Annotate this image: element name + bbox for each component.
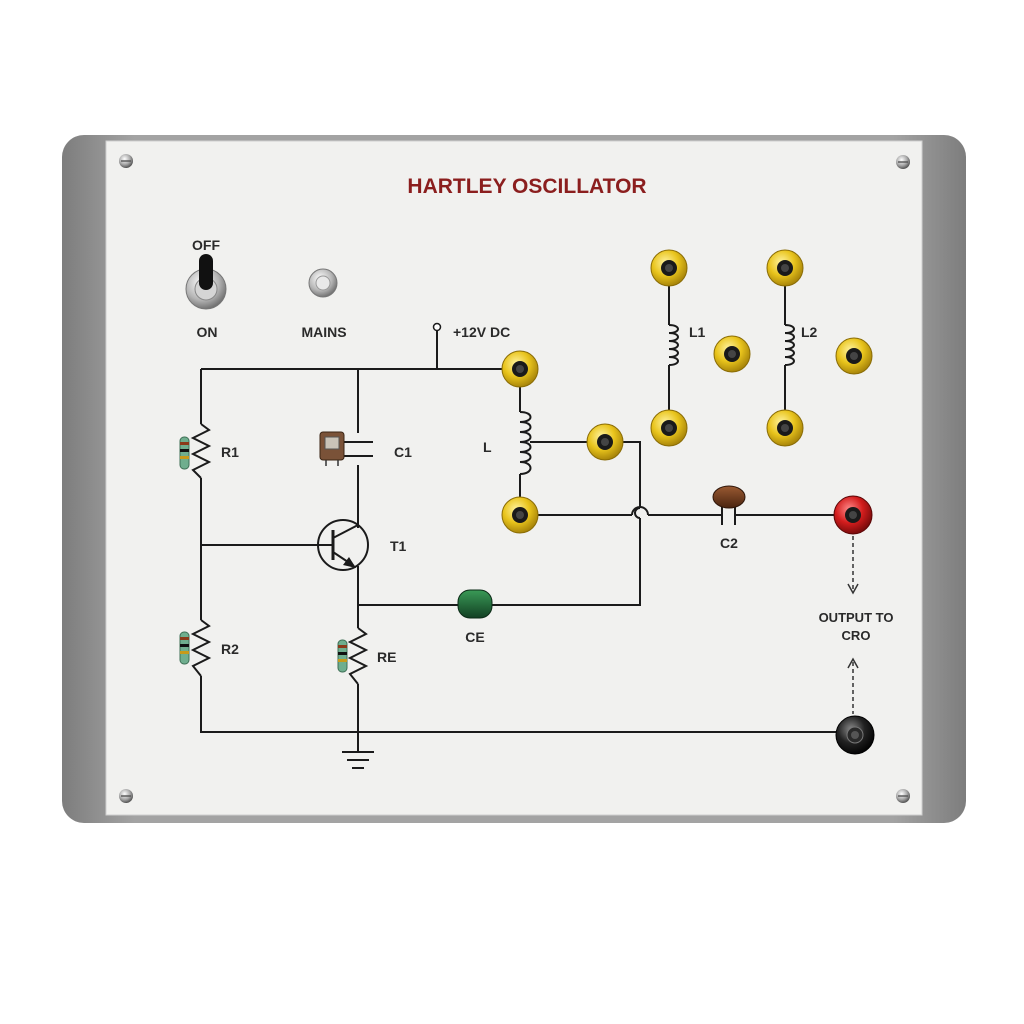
c2-label: C2	[720, 535, 738, 551]
terminal-output-red[interactable]	[833, 495, 873, 535]
transistor-t1	[316, 519, 369, 571]
screw-icon	[119, 789, 133, 803]
supply-label: +12V DC	[453, 324, 510, 340]
terminal-l1-top[interactable]	[650, 249, 688, 287]
resistor-re	[337, 627, 369, 685]
output-label-line1: OUTPUT TO	[819, 610, 894, 625]
l1-label: L1	[689, 324, 706, 340]
board-panel	[105, 140, 923, 816]
r1-label: R1	[221, 444, 239, 460]
terminal-l2-bottom[interactable]	[766, 409, 804, 447]
screw-icon	[119, 154, 133, 168]
supply-node	[432, 322, 442, 332]
ce-label: CE	[465, 629, 484, 645]
terminal-l1-tap[interactable]	[713, 335, 751, 373]
mains-toggle-switch[interactable]	[185, 254, 227, 310]
l-label: L	[483, 439, 492, 455]
terminal-l2-top[interactable]	[766, 249, 804, 287]
terminal-l2-tap[interactable]	[835, 337, 873, 375]
terminal-l-bottom[interactable]	[501, 496, 539, 534]
circuit-wires	[200, 331, 855, 748]
r2-label: R2	[221, 641, 239, 657]
output-arrow-down-icon	[847, 536, 859, 595]
panel-title: HARTLEY OSCILLATOR	[407, 175, 646, 198]
c1-label: C1	[394, 444, 412, 460]
terminal-l-tap[interactable]	[586, 423, 624, 461]
mains-indicator-lamp	[308, 268, 338, 298]
re-label: RE	[377, 649, 396, 665]
screw-icon	[896, 789, 910, 803]
output-label-line2: CRO	[842, 628, 871, 643]
switch-off-label: OFF	[192, 237, 220, 253]
mains-label: MAINS	[301, 324, 346, 340]
terminal-output-black[interactable]	[835, 715, 875, 755]
ground-icon	[342, 748, 374, 769]
l2-label: L2	[801, 324, 818, 340]
capacitor-c2	[712, 485, 746, 525]
inductor-l	[519, 411, 532, 475]
resistor-r2	[179, 619, 212, 677]
resistor-r1	[179, 423, 212, 479]
capacitor-c1	[319, 431, 373, 466]
t1-label: T1	[390, 538, 407, 554]
capacitor-ce	[457, 589, 493, 619]
terminal-l-top[interactable]	[501, 350, 539, 388]
output-arrow-up-icon	[847, 657, 859, 714]
terminal-l1-bottom[interactable]	[650, 409, 688, 447]
switch-on-label: ON	[197, 324, 218, 340]
screw-icon	[896, 155, 910, 169]
